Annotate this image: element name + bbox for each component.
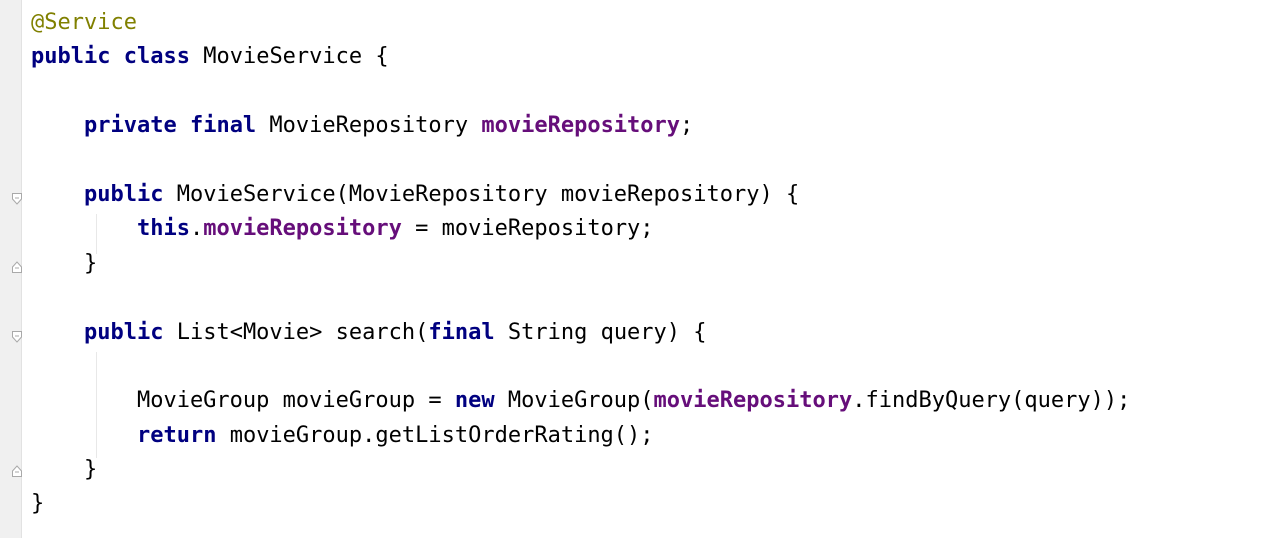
keyword-token: public [83,181,164,207]
code-text: . [189,216,204,242]
keyword-token: this [136,216,190,242]
code-text [31,182,84,207]
editor-gutter [0,0,22,538]
field-token: movieRepository [481,113,681,139]
code-line[interactable]: ​ [31,144,1130,178]
code-text [177,113,190,138]
code-line[interactable]: } [31,487,1130,521]
code-text [110,44,123,69]
code-text: MovieService(MovieRepository movieReposi… [163,181,800,207]
code-line[interactable]: } [31,453,1130,487]
code-text: MovieGroup movieGroup = [31,388,455,414]
code-text: movieGroup.getListOrderRating(); [216,422,654,448]
code-text: = movieRepository; [401,216,654,242]
code-text: MovieRepository [256,113,482,139]
code-line[interactable]: private final MovieRepository movieRepos… [31,109,1130,143]
code-text: } [31,250,98,276]
code-text: List<Movie> search( [163,319,429,345]
field-token: movieRepository [203,216,402,242]
code-line[interactable]: @Service [31,6,1130,40]
code-text: ; [680,113,694,139]
keyword-token: final [189,113,257,139]
code-text: } [31,491,45,517]
field-token: movieRepository [653,388,853,414]
code-line[interactable]: ​ [31,281,1130,315]
code-text: .findByQuery(query)); [852,388,1131,414]
code-line[interactable]: public class MovieService { [31,40,1130,74]
code-line[interactable]: public List<Movie> search(final String q… [31,316,1130,350]
keyword-token: public [31,44,111,70]
keyword-token: public [83,319,164,345]
code-line[interactable]: ​ [31,75,1130,109]
code-text [31,423,137,448]
code-line[interactable]: } [31,247,1130,281]
keyword-token: return [136,422,217,448]
annotation-token: @Service [31,10,137,35]
code-text [31,216,137,241]
code-line[interactable]: this.movieRepository = movieRepository; [31,212,1130,246]
code-text: } [31,457,98,483]
fold-start-icon[interactable] [12,193,22,205]
code-line[interactable]: MovieGroup movieGroup = new MovieGroup(m… [31,384,1130,418]
fold-start-icon[interactable] [12,331,22,343]
keyword-token: private [83,113,177,139]
keyword-token: final [428,319,495,345]
code-text [31,320,84,345]
code-text: MovieService { [189,44,389,70]
fold-end-icon[interactable] [12,261,22,273]
fold-end-icon[interactable] [12,465,22,477]
keyword-token: class [123,44,190,70]
code-line[interactable]: public MovieService(MovieRepository movi… [31,178,1130,212]
indent-guide [96,352,97,458]
code-text: MovieGroup( [494,388,654,414]
indent-guide [96,214,97,254]
keyword-token: new [454,388,495,414]
code-text: String query) { [494,319,707,345]
code-line[interactable]: return movieGroup.getListOrderRating(); [31,419,1130,453]
code-line[interactable]: ​ [31,350,1130,384]
code-text [31,113,84,138]
